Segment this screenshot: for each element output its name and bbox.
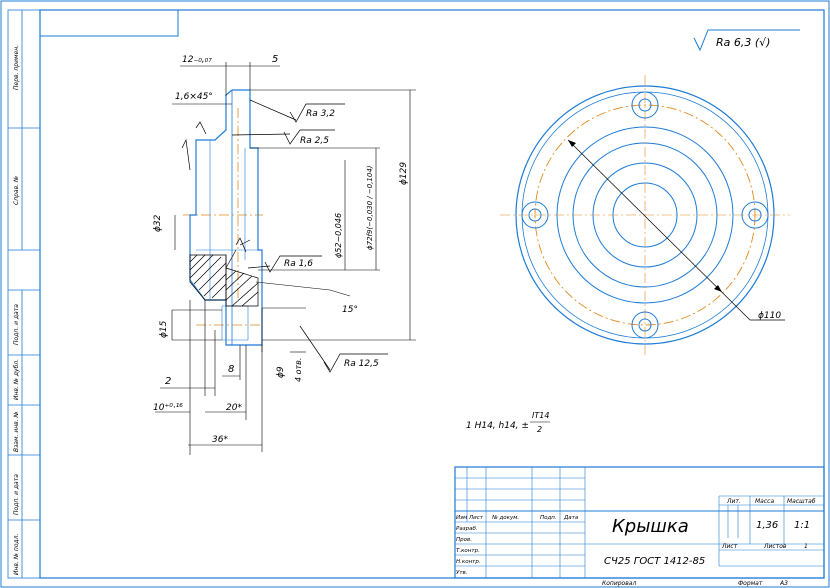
title-block: Изм Лист № докум. Подп. Дата Разраб. Про… [454, 466, 825, 587]
bolt-holes [521, 91, 769, 339]
dim-phi32: ϕ32 [153, 214, 163, 232]
side-strip: Перв. примен. Справ. № Подп. и дата Инв.… [7, 9, 41, 579]
tb-row-4: Утв. [456, 570, 468, 576]
dim-angle15: 15° [342, 305, 358, 315]
tb-row-2: Т.контр. [456, 548, 480, 554]
side-label-1: Справ. № [13, 176, 20, 205]
dim-phi129: ϕ129 [399, 162, 409, 185]
dim-ra125: Ra 12,5 [344, 359, 379, 369]
note-frac-top: IT14 [532, 411, 549, 420]
tb-header-4: Дата [563, 515, 579, 521]
dim-phi9: ϕ9 [276, 366, 286, 378]
mass-label: Масса [755, 498, 774, 505]
tb-row-3: Н.контр. [456, 559, 481, 565]
mass-value: 1,36 [756, 520, 778, 531]
side-label-2: Подп. и дата [13, 304, 20, 345]
general-roughness: Ra 6,3 (√) [693, 29, 800, 52]
lit-label: Лит. [726, 498, 741, 505]
side-label-6: Инв. № подл. [13, 534, 20, 575]
sheets-label: Листов [763, 543, 787, 550]
dim-12: 12₋₀,₀₇ [182, 55, 212, 65]
side-label-5: Подп. и дата [13, 474, 20, 515]
dim-chamfer: 1,6×45° [175, 92, 213, 102]
side-label-3: Инв. № дубл. [13, 359, 20, 400]
tb-row-0: Разраб. [456, 526, 478, 532]
dim-ra25: Ra 2,5 [300, 136, 329, 146]
note-frac-bottom: 2 [537, 425, 542, 434]
tb-header-0: Изм [456, 515, 467, 521]
dim-20: 20* [226, 403, 242, 413]
dimension-lines [155, 62, 416, 455]
tb-header-3: Подп. [540, 515, 557, 521]
sheets-count: 1 [804, 543, 808, 550]
dim-phi72: ϕ72f9(−0,030 / −0,104) [366, 165, 374, 250]
hatching [189, 254, 259, 307]
section-view: 12₋₀,₀₇ 5 1,6×45° Ra 3,2 Ra 2,5 Ra 1,6 R… [153, 54, 416, 455]
format-label: Формат [738, 580, 763, 587]
scale-label: Масштаб [787, 498, 816, 505]
scale-value: 1:1 [794, 520, 810, 531]
general-roughness-text: Ra 6,3 (√) [716, 36, 770, 49]
tb-row-1: Пров. [456, 537, 472, 543]
dim-2: 2 [165, 376, 171, 387]
dim-holes: 4 отв. [294, 358, 303, 382]
part-name: Крышка [612, 516, 689, 537]
inner-frame [39, 9, 825, 579]
tolerance-note: 1 H14, h14, ± IT14 2 [466, 411, 550, 434]
copied-label: Копировал [602, 580, 636, 587]
top-left-box [40, 10, 179, 37]
sheet-label: Лист [721, 543, 738, 550]
note-text: 1 H14, h14, ± [466, 421, 529, 431]
material: СЧ25 ГОСТ 1412-85 [604, 556, 705, 567]
format-value: А3 [779, 580, 788, 587]
dim-10: 10⁺⁰·¹⁶ [153, 403, 183, 413]
roughness-callouts [181, 99, 388, 373]
dim-36: 36* [212, 435, 228, 445]
dim-8: 8 [228, 364, 234, 375]
side-label-4: Взам. инв. № [13, 411, 20, 452]
dim-5: 5 [272, 54, 278, 65]
dim-phi110: ϕ110 [758, 311, 781, 321]
side-label-0: Перв. примен. [13, 45, 20, 90]
dim-phi15: ϕ15 [159, 320, 169, 338]
dim-phi52: ϕ52−0,046 [334, 213, 343, 258]
tb-header-2: № докум. [491, 515, 519, 521]
tb-header-1: Лист [468, 515, 484, 521]
front-view: ϕ110 [500, 75, 790, 355]
dim-ra16: Ra 1,6 [284, 259, 313, 269]
dim-ra32: Ra 3,2 [306, 109, 335, 119]
